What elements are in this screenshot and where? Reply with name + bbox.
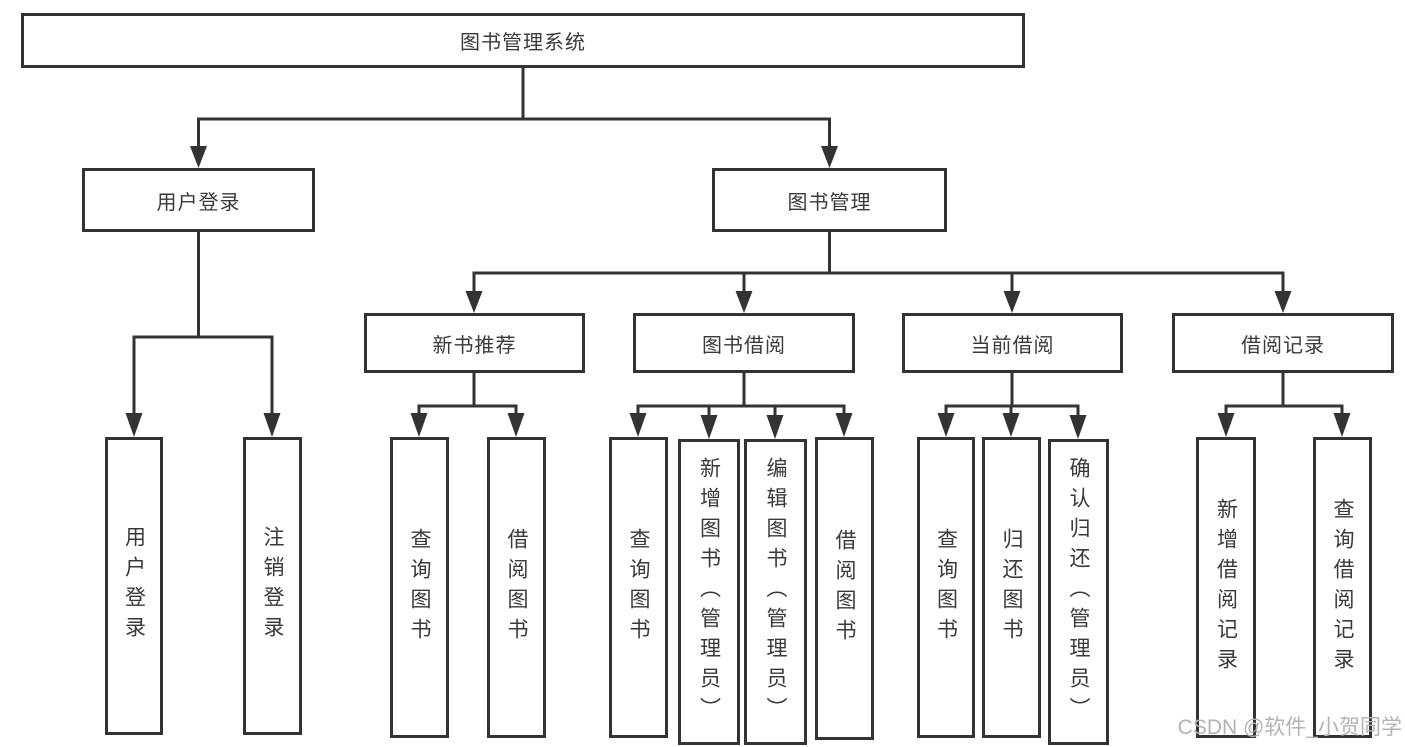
- node-book-management-label: 图书管理: [787, 191, 872, 214]
- leaf-borrow-add-book-admin: 新增图书（管理员）: [678, 439, 740, 745]
- leaf-records-add-record: 新增借阅记录: [1196, 437, 1256, 738]
- node-borrow-records: 借阅记录: [1172, 313, 1394, 373]
- csdn-watermark: CSDN @软件_小贺同学: [1177, 716, 1402, 739]
- leaf-current-confirm-return-admin-label: 确认归还（管理员）: [1067, 457, 1090, 727]
- node-root-label: 图书管理系统: [460, 32, 586, 54]
- leaf-borrow-query-book: 查询图书: [609, 437, 668, 738]
- leaf-records-query-record: 查询借阅记录: [1313, 437, 1372, 738]
- leaf-borrow-edit-book-admin: 编辑图书（管理员）: [744, 439, 807, 745]
- leaf-records-query-record-label: 查询借阅记录: [1331, 497, 1354, 678]
- node-book-borrow-label: 图书借阅: [702, 334, 786, 357]
- node-current-borrow: 当前借阅: [902, 313, 1123, 373]
- node-borrow-records-label: 借阅记录: [1241, 334, 1325, 357]
- leaf-current-query-book-label: 查询图书: [934, 527, 958, 648]
- leaf-borrow-add-book-admin-label: 新增图书（管理员）: [697, 457, 721, 727]
- leaf-newbook-borrow-book-label: 借阅图书: [505, 527, 528, 648]
- arrowheads: [125, 146, 1351, 439]
- node-user-login-branch: 用户登录: [82, 168, 315, 232]
- node-new-book-recommend-label: 新书推荐: [432, 334, 517, 357]
- leaf-logout-label: 注销登录: [261, 526, 284, 646]
- leaf-records-add-record-label: 新增借阅记录: [1214, 497, 1238, 678]
- leaf-borrow-query-book-label: 查询图书: [627, 527, 650, 648]
- node-new-book-recommend: 新书推荐: [364, 313, 585, 373]
- leaf-user-login: 用户登录: [105, 437, 163, 735]
- node-book-borrow: 图书借阅: [633, 313, 855, 373]
- leaf-borrow-edit-book-admin-label: 编辑图书（管理员）: [764, 457, 787, 727]
- leaf-newbook-query-book-label: 查询图书: [408, 527, 431, 648]
- leaf-current-query-book: 查询图书: [917, 437, 975, 738]
- leaf-user-login-label: 用户登录: [122, 526, 146, 646]
- leaf-borrow-borrow-book: 借阅图书: [815, 437, 874, 740]
- node-book-management: 图书管理: [712, 168, 947, 232]
- leaf-current-return-book: 归还图书: [982, 437, 1041, 738]
- node-current-borrow-label: 当前借阅: [970, 334, 1055, 357]
- leaf-logout: 注销登录: [243, 437, 302, 735]
- leaf-newbook-borrow-book: 借阅图书: [487, 437, 546, 738]
- node-user-login-branch-label: 用户登录: [156, 191, 241, 214]
- leaf-newbook-query-book: 查询图书: [390, 437, 449, 738]
- leaf-current-return-book-label: 归还图书: [1000, 527, 1023, 648]
- leaf-borrow-borrow-book-label: 借阅图书: [833, 528, 856, 649]
- leaf-current-confirm-return-admin: 确认归还（管理员）: [1048, 439, 1109, 745]
- node-root: 图书管理系统: [21, 13, 1025, 68]
